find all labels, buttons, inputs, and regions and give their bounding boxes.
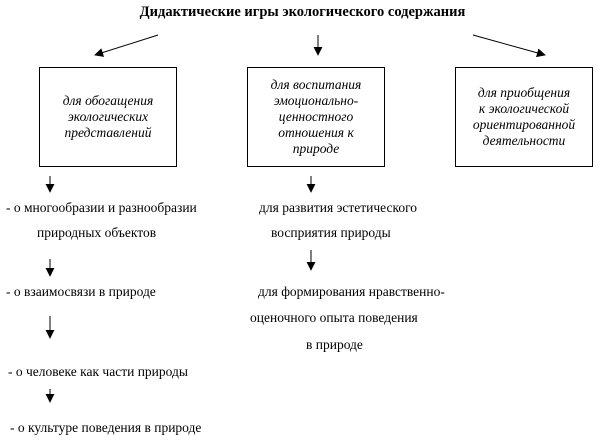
middle-item-1-line-2: восприятия природы xyxy=(271,225,391,240)
left-item-1-line-1: - о многообразии и разнообразии xyxy=(6,200,197,215)
left-item-4: - о культуре поведения в природе xyxy=(10,420,202,435)
box-1-label: для обогащения экологических представлен… xyxy=(62,93,154,140)
box-enrich-ecological-ideas: для обогащения экологических представлен… xyxy=(39,67,177,167)
box-3-label: для приобщения к экологической ориентиро… xyxy=(472,85,576,148)
diagram-title: Дидактические игры экологического содерж… xyxy=(139,4,466,20)
middle-item-1-line-1: для развития эстетического xyxy=(259,200,418,215)
left-item-2: - о взаимосвязи в природе xyxy=(6,284,156,299)
arrow-title-to-box-1 xyxy=(94,34,159,57)
box-2-label: для воспитания эмоционально- ценностного… xyxy=(270,77,362,156)
left-item-1-line-2: природных объектов xyxy=(37,225,157,240)
middle-item-2-line-2: оценочного опыта поведения xyxy=(250,310,418,325)
middle-item-2-line-3: в природе xyxy=(306,337,363,352)
middle-item-2-line-1: для формирования нравственно- xyxy=(258,284,445,299)
left-item-3: - о человеке как части природы xyxy=(8,364,188,379)
box-ecological-activity: для приобщения к экологической ориентиро… xyxy=(455,67,593,167)
box-emotional-value-attitude: для воспитания эмоционально- ценностного… xyxy=(247,67,385,167)
arrow-title-to-box-3 xyxy=(472,34,546,58)
